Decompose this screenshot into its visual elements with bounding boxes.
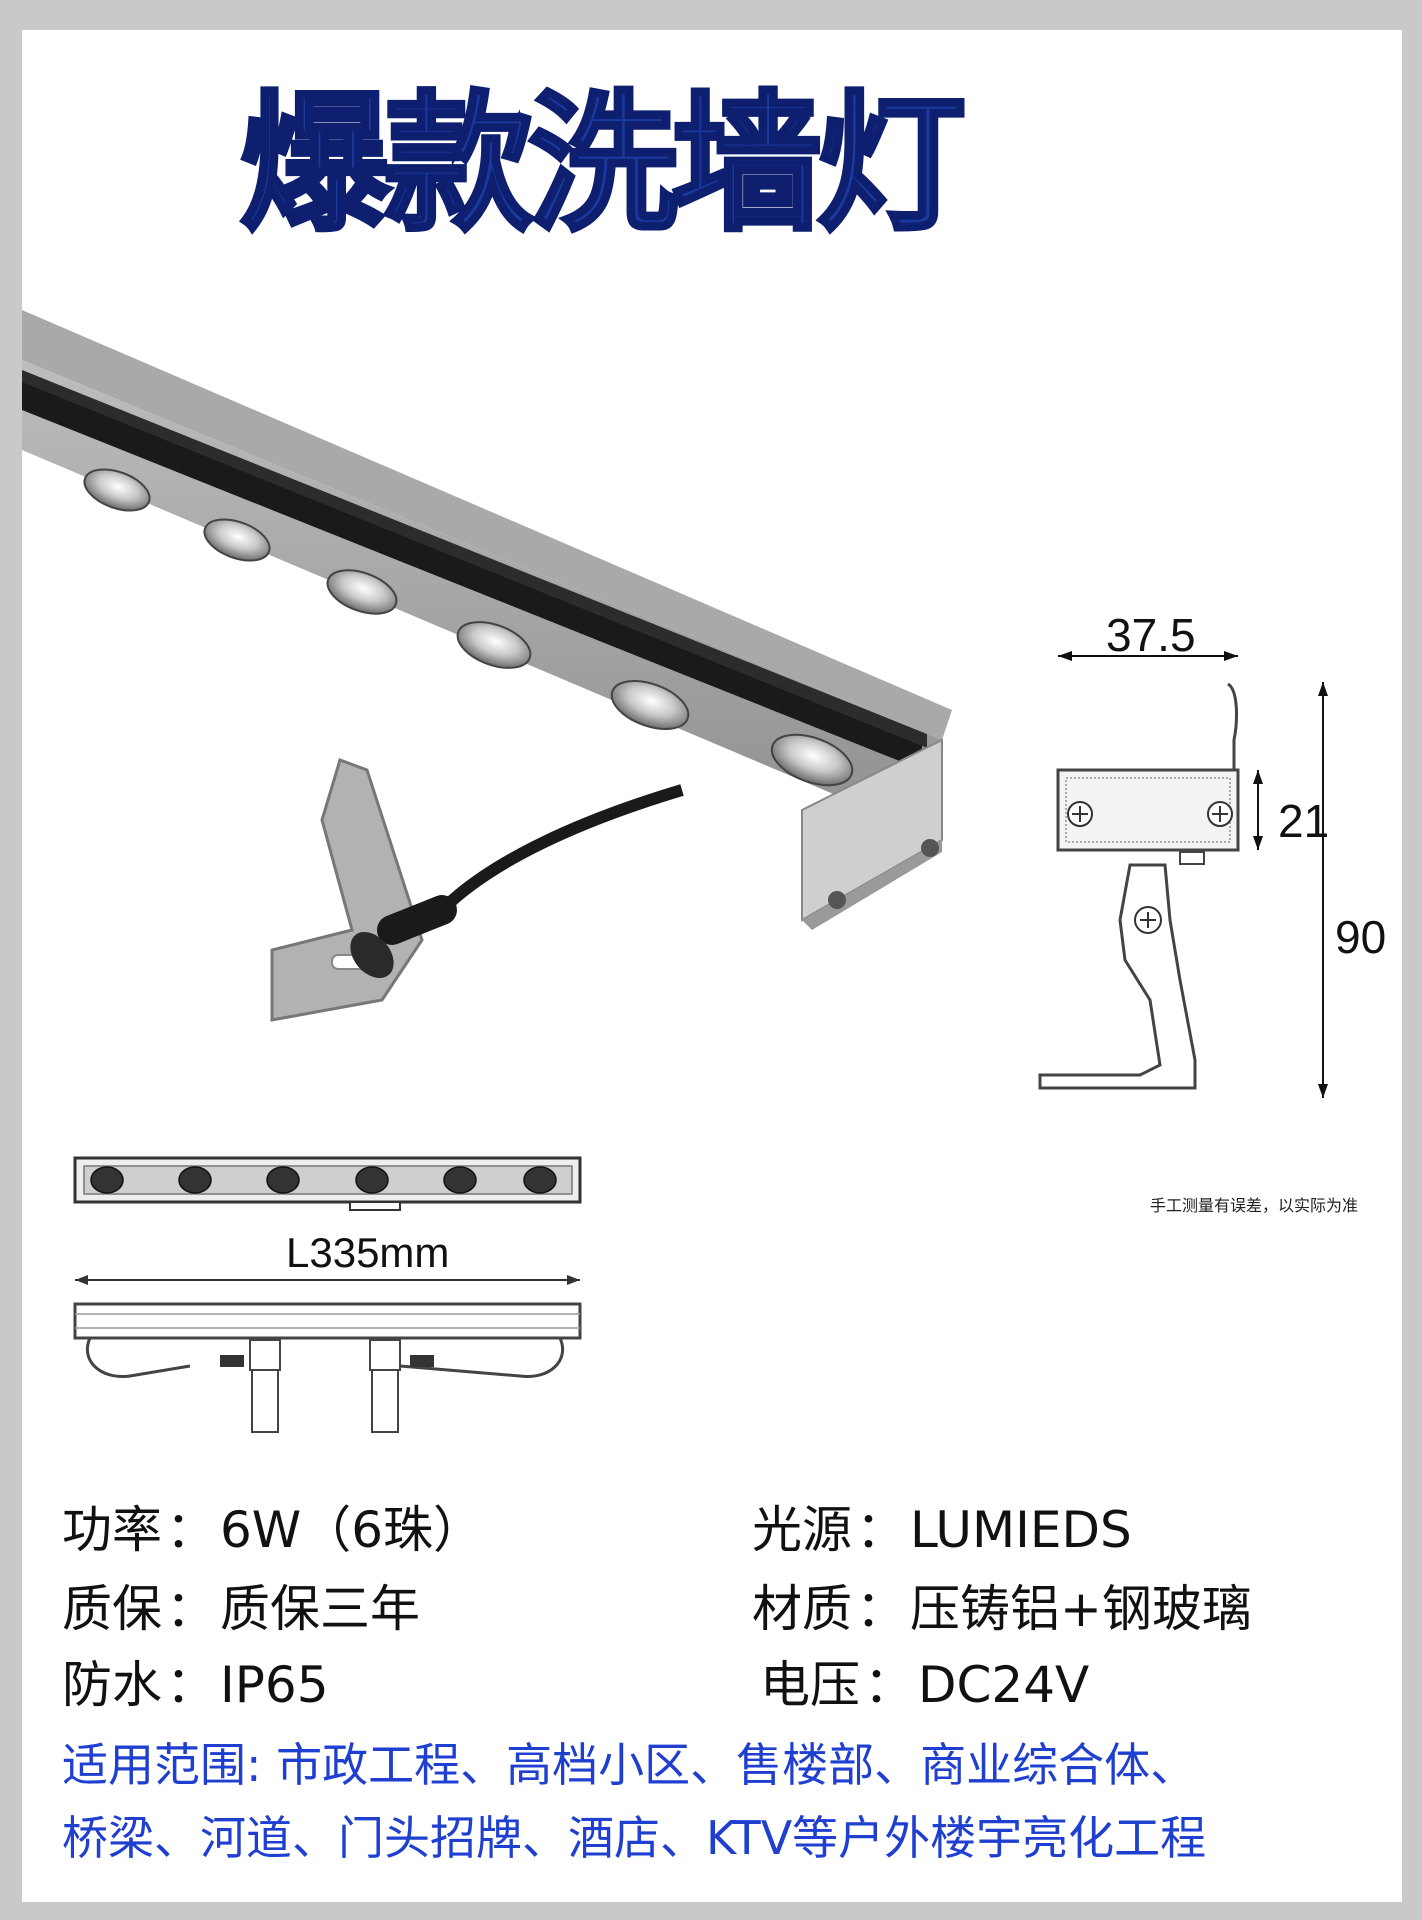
length-profile-drawing [73, 1275, 582, 1433]
spec-warranty-label: 质保 [62, 1580, 162, 1638]
spec-warranty: 质保：质保三年 [62, 1584, 420, 1634]
width-dimension-label: 37.5 [1106, 609, 1196, 661]
spec-voltage-label: 电压 [760, 1656, 860, 1714]
spec-separator: ： [166, 1656, 216, 1714]
spec-source: 光源：LUMIEDS [752, 1505, 1132, 1555]
application-scope-line-2: 桥梁、河道、门头招牌、酒店、KTV等户外楼宇亮化工程 [62, 1811, 1207, 1865]
spec-separator: ： [856, 1580, 906, 1638]
spec-power-value: 6W（6珠） [220, 1501, 484, 1559]
spec-separator: ： [856, 1501, 906, 1559]
spec-material-value: 压铸铝+钢玻璃 [910, 1580, 1252, 1638]
spec-source-label: 光源 [752, 1501, 852, 1559]
spec-warranty-value: 质保三年 [220, 1580, 420, 1638]
spec-separator: ： [166, 1501, 216, 1559]
length-dimension-label: L335mm [286, 1229, 450, 1276]
front-view-drawing [73, 1156, 582, 1211]
product-photo [22, 310, 952, 1022]
measurement-note: 手工测量有误差，以实际为准 [1150, 1196, 1359, 1215]
spec-separator: ： [864, 1656, 914, 1714]
product-title: 爆款洗墙灯 [238, 76, 968, 254]
spec-waterproof: 防水：IP65 [62, 1660, 329, 1710]
spec-power-label: 功率 [62, 1501, 162, 1559]
spec-power: 功率：6W（6珠） [62, 1505, 483, 1555]
application-scope-line-1: 适用范围: 市政工程、高档小区、售楼部、商业综合体、 [62, 1738, 1197, 1792]
spec-source-value: LUMIEDS [910, 1501, 1132, 1559]
spec-voltage-value: DC24V [918, 1656, 1090, 1714]
body-height-dimension-label: 21 [1278, 795, 1330, 847]
total-height-dimension-label: 90 [1335, 911, 1387, 963]
spec-waterproof-label: 防水 [62, 1656, 162, 1714]
side-dimension-drawing [1038, 651, 1328, 1098]
spec-waterproof-value: IP65 [220, 1656, 329, 1714]
spec-material-label: 材质 [752, 1580, 852, 1638]
spec-separator: ： [166, 1580, 216, 1638]
spec-material: 材质：压铸铝+钢玻璃 [752, 1584, 1252, 1634]
spec-voltage: 电压：DC24V [760, 1660, 1089, 1710]
